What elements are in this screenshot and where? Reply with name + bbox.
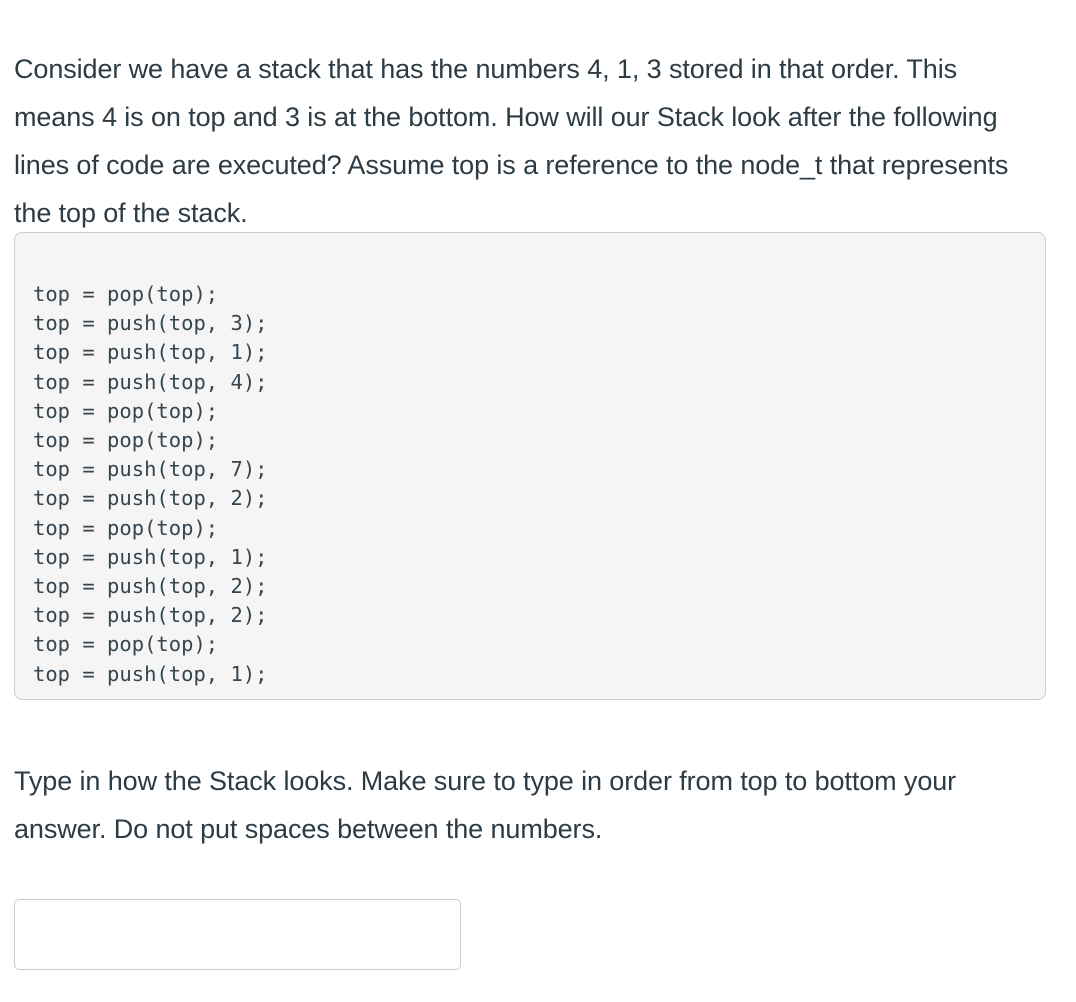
code-line: top = push(top, 3);: [33, 311, 268, 336]
code-line: top = pop(top);: [33, 282, 219, 306]
code-line: top = push(top, 1);: [33, 661, 268, 686]
code-block: top = pop(top); top = push(top, 3); top = …: [14, 232, 1046, 700]
code-line: top = push(top, 2);: [33, 486, 268, 511]
code-line: top = push(top, 1);: [33, 544, 268, 569]
question-intro-paragraph: Consider we have a stack that has the nu…: [14, 54, 1009, 228]
code-line: top = push(top, 2);: [33, 603, 268, 628]
code-line: top = push(top, 7);: [33, 457, 268, 482]
code-line: top = push(top, 2);: [33, 574, 268, 599]
code-line: top = pop(top);: [33, 515, 219, 540]
answer-input[interactable]: [14, 899, 461, 970]
code-line: top = push(top, 4);: [33, 369, 268, 394]
code-lines: top = pop(top); top = push(top, 3); top = …: [33, 280, 268, 689]
question-instruction-paragraph: Type in how the Stack looks. Make sure t…: [14, 766, 957, 844]
code-line: top = pop(top);: [33, 398, 219, 423]
code-line: top = pop(top);: [33, 632, 219, 657]
code-line: top = push(top, 1);: [33, 340, 268, 365]
code-line: top = pop(top);: [33, 428, 219, 453]
